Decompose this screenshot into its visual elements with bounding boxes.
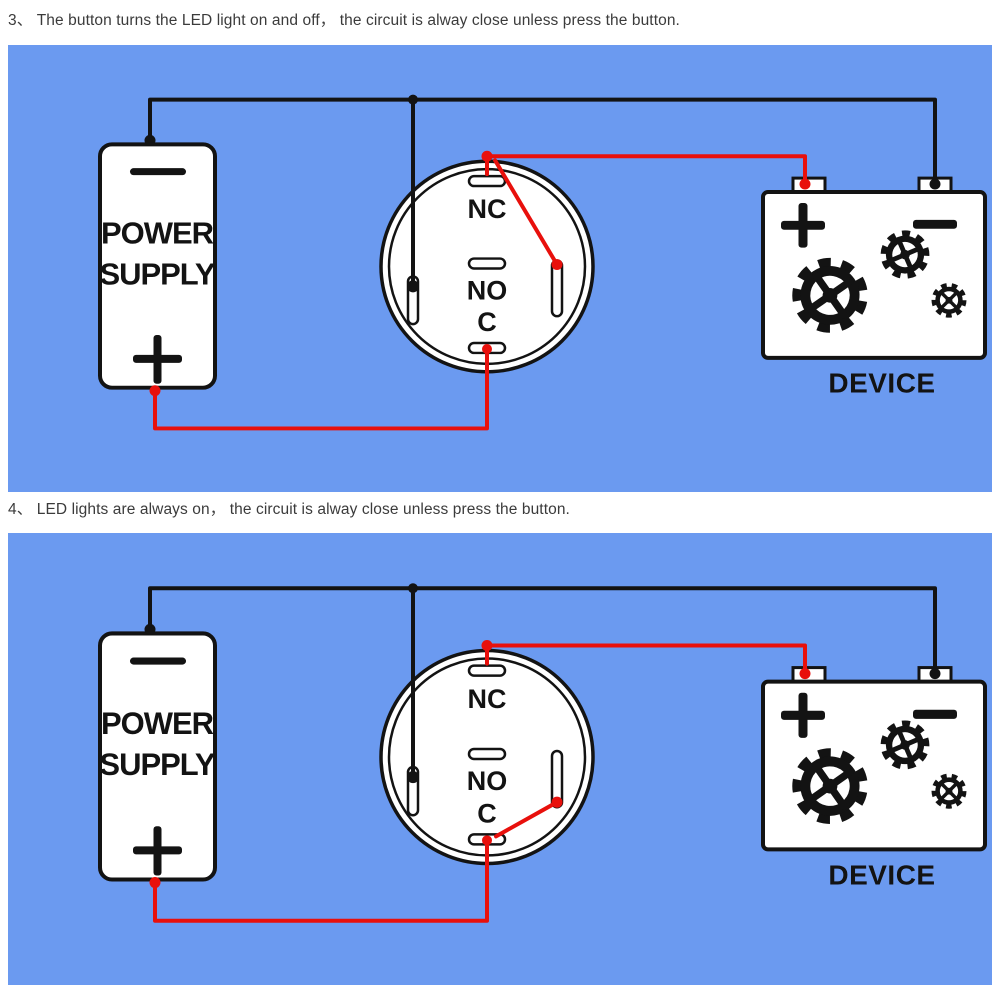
caption-step4: 4、 LED lights are always on， the circuit… [8,501,570,518]
black-junction-dot [407,280,419,293]
black-junction-dot [929,178,941,190]
red-wire-nc-to-led-pin [493,158,559,267]
plus-symbol [133,335,182,384]
red-junction-dot [149,385,161,397]
c-terminal-label: C [477,307,497,337]
device-label: DEVICE [828,368,935,399]
red-junction-dot [551,796,563,808]
black-wires [148,586,937,780]
red-wire-nc-to-device [485,154,807,187]
black-wires [148,97,937,289]
plus-symbol [781,202,825,248]
plus-symbol [133,826,182,876]
power-supply: POWER SUPPLY [98,631,217,882]
circuit-diagram-nc-led: POWER SUPPLY NC NO C DEVICE [8,45,992,492]
red-junction-dot [481,639,493,652]
minus-symbol [913,219,957,229]
plus-symbol [781,692,825,738]
red-wires [153,643,807,923]
black-junction-dot [929,668,941,680]
device-label: DEVICE [828,860,935,891]
no-terminal-label: NO [467,766,507,796]
red-junction-dot [149,877,161,889]
black-junction-dot [407,771,419,784]
black-junction-dot [144,134,156,146]
nc-terminal-label: NC [468,684,507,714]
device: DEVICE [761,176,987,399]
nc-terminal-slot [467,664,507,677]
black-wire-main [148,97,937,187]
red-junction-dot [482,343,492,354]
no-terminal-slot [467,747,507,761]
minus-symbol [913,709,957,719]
c-terminal-label: C [477,798,497,828]
junction-dots [144,94,941,397]
red-junction-dot [482,835,492,846]
device: DEVICE [761,666,987,891]
black-junction-dot [408,94,418,105]
red-junction-dot [551,259,563,270]
red-wire-c-to-led-pin [494,800,559,839]
caption-step3: 3、 The button turns the LED light on and… [8,12,680,29]
red-wire-supply-to-c [153,346,489,431]
black-junction-dot [144,623,156,635]
device-body [761,679,987,852]
device-body [761,190,987,360]
junction-dots [144,583,941,889]
power-supply-label-line2: SUPPLY [99,256,216,291]
red-wire-supply-to-c [153,838,489,923]
power-supply: POWER SUPPLY [98,142,217,390]
black-wire-main [148,586,937,676]
power-supply-label-line2: SUPPLY [99,747,215,782]
red-junction-dot [799,178,811,190]
minus-symbol [130,657,186,665]
red-junction-dot [481,150,493,162]
nc-terminal-slot [467,174,507,188]
nc-terminal-label: NC [467,194,506,224]
black-junction-dot [408,583,418,594]
no-terminal-slot [467,257,507,270]
power-supply-label-line1: POWER [101,216,214,251]
power-supply-label-line1: POWER [101,706,214,741]
minus-symbol [130,168,186,176]
red-wires [153,154,807,431]
no-terminal-label: NO [467,275,507,305]
circuit-diagram-led-always-on: POWER SUPPLY NC NO C DEVICE [8,533,992,985]
red-junction-dot [799,668,811,680]
red-wire-nc-to-device [485,643,807,676]
